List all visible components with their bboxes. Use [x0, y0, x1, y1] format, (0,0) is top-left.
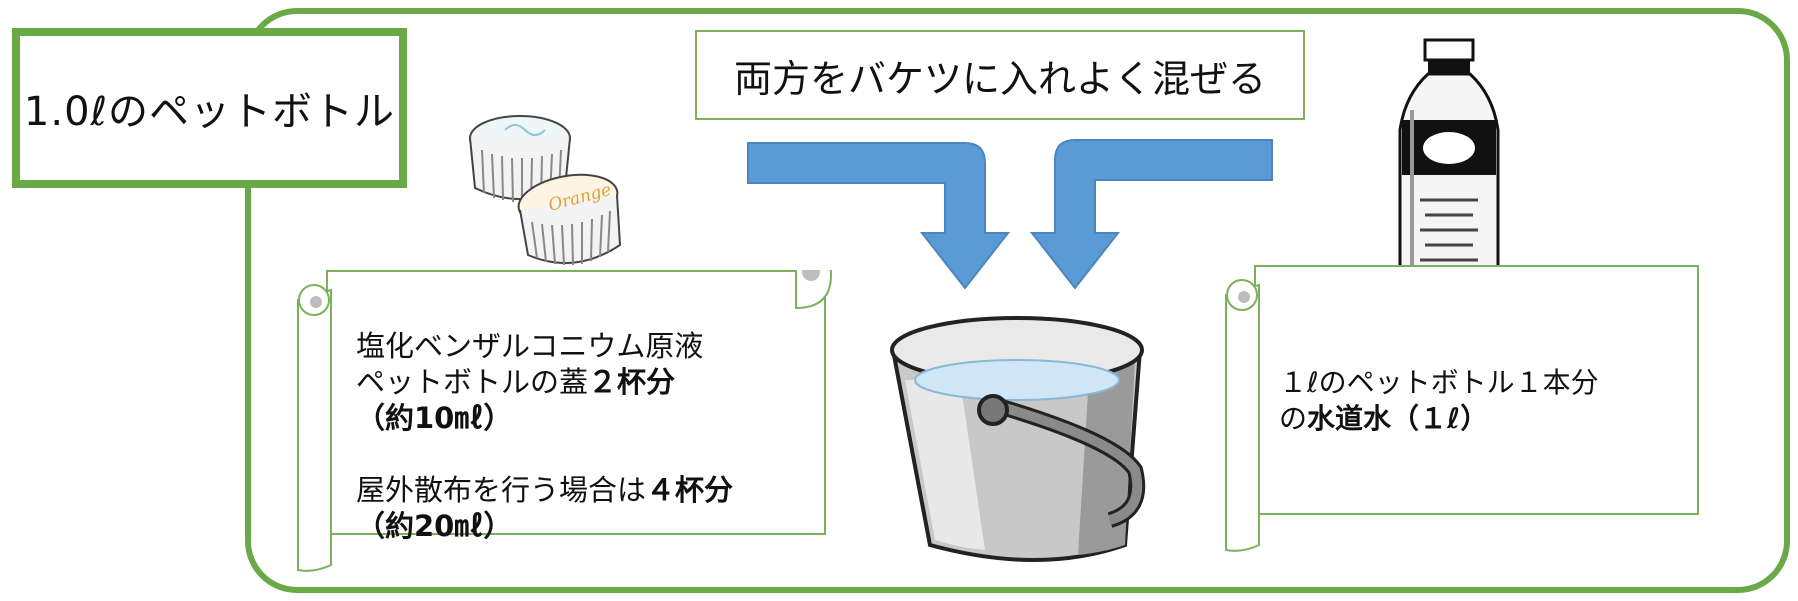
- left-note-line2b: ２杯分: [588, 365, 676, 399]
- left-note-text: 塩化ベンザルコニウム原液 ペットボトルの蓋２杯分 （約10㎖） 屋外散布を行う場…: [356, 328, 733, 544]
- right-note-scroll: １ℓのペットボトル１本分 の水道水（１ℓ）: [1224, 265, 1702, 553]
- left-note-line4b: ４杯分: [646, 473, 734, 507]
- left-note-line1: 塩化ベンザルコニウム原液: [356, 329, 704, 363]
- left-note-line4a: 屋外散布を行う場合は: [356, 473, 647, 507]
- right-scroll-curls: [1225, 279, 1260, 552]
- left-scroll-curls: [297, 270, 832, 572]
- water-bottle-icon: [1398, 38, 1500, 292]
- right-note-text: １ℓのペットボトル１本分 の水道水（１ℓ）: [1279, 365, 1599, 437]
- instruction-box: 両方をバケツに入れよく混ぜる: [695, 30, 1305, 120]
- page-title: 1.0ℓのペットボトル: [23, 89, 396, 135]
- right-note-line1: １ℓのペットボトル１本分: [1279, 366, 1599, 399]
- water-bucket-icon: [890, 316, 1146, 562]
- instruction-text: 両方をバケツに入れよく混ぜる: [733, 56, 1266, 101]
- left-note-line2a: ペットボトルの蓋: [356, 365, 589, 399]
- right-note-line2b: 水道水（１ℓ）: [1307, 402, 1489, 435]
- outer-frame: [245, 8, 1790, 593]
- right-note-panel: [1254, 265, 1699, 515]
- title-box: 1.0ℓのペットボトル: [12, 28, 407, 188]
- arrow-down-right-icon: [1029, 139, 1273, 290]
- left-note-line5: （約20㎖）: [356, 509, 513, 543]
- left-note-panel: [326, 270, 826, 535]
- left-note-scroll: 塩化ベンザルコニウム原液 ペットボトルの蓋２杯分 （約10㎖） 屋外散布を行う場…: [296, 270, 832, 573]
- bottle-caps-icon: Orange: [469, 115, 622, 266]
- arrow-down-left-icon: [747, 142, 1011, 290]
- left-note-line3: （約10㎖）: [356, 401, 513, 435]
- right-note-line2a: の: [1279, 402, 1308, 435]
